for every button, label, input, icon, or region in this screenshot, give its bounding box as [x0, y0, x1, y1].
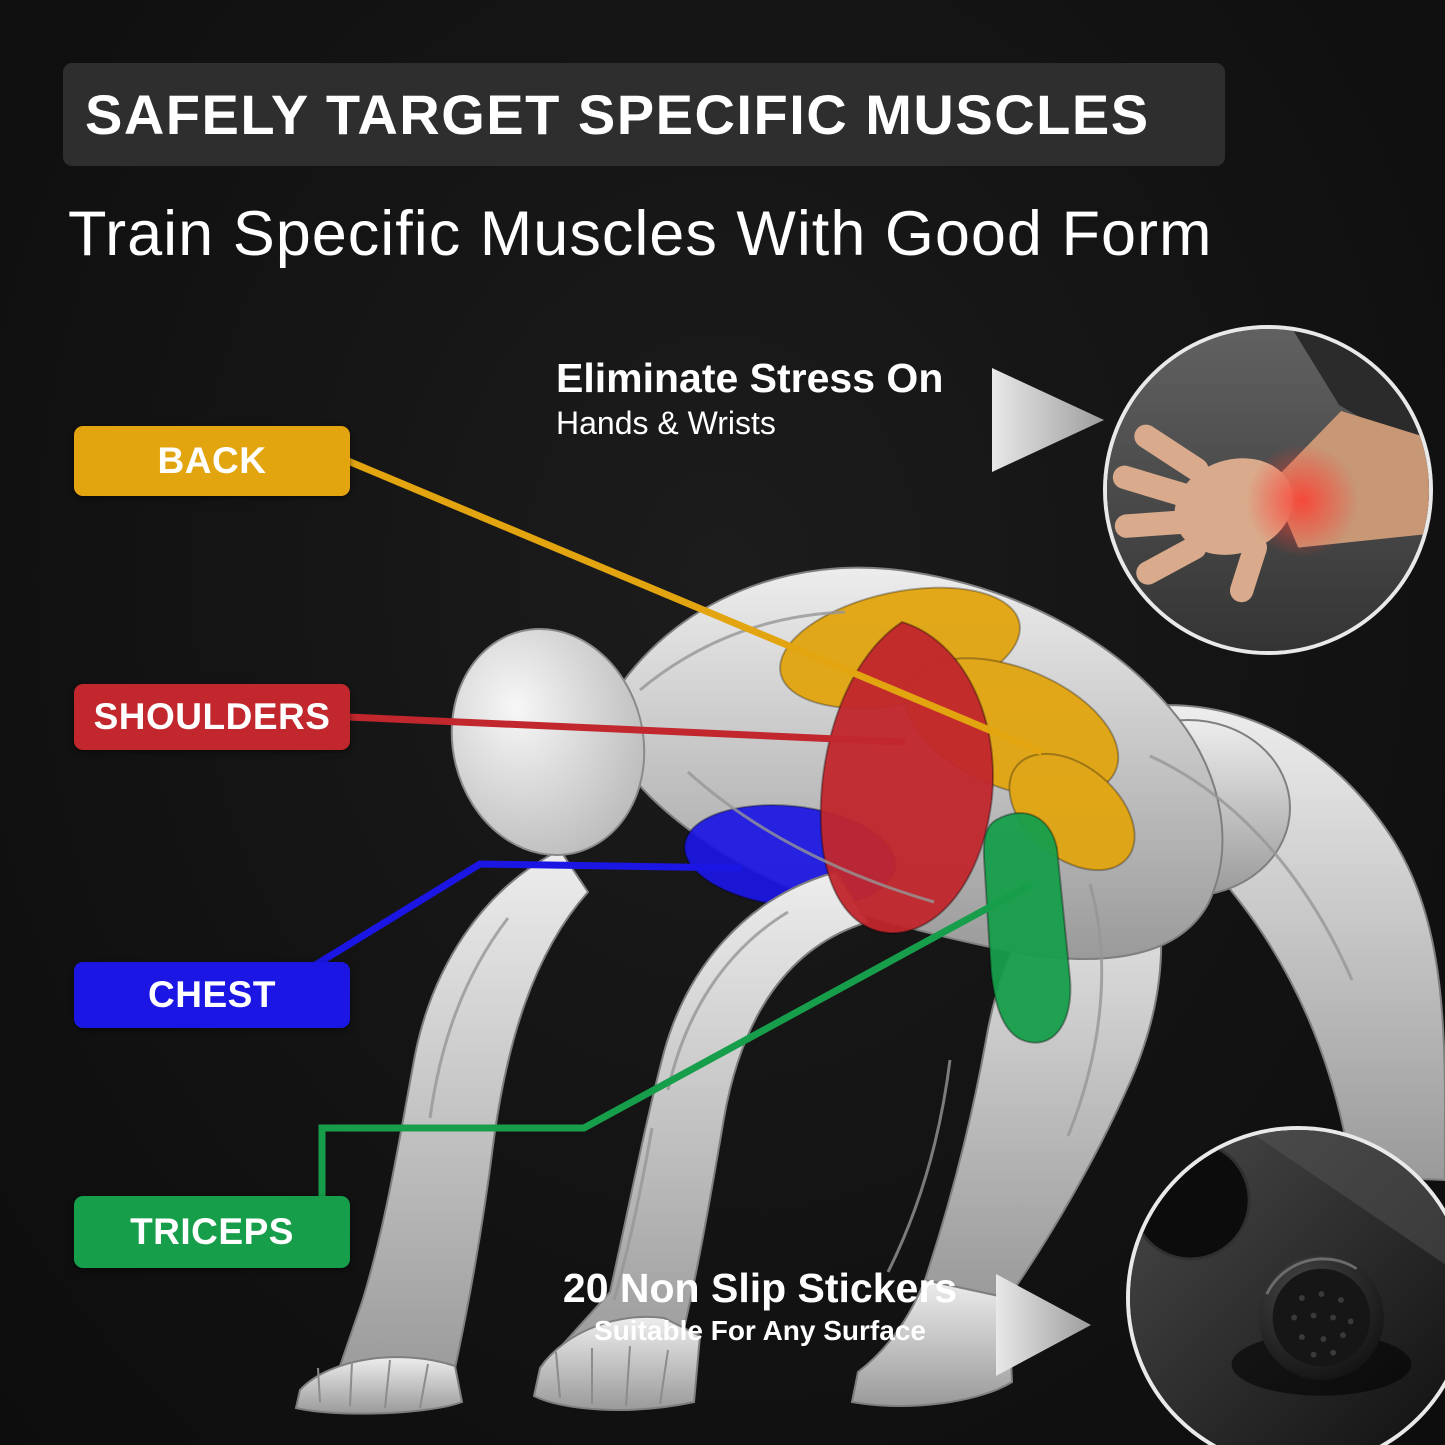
shoulders-connector-line: [347, 713, 906, 746]
stickers-callout-title: 20 Non Slip Stickers: [562, 1265, 958, 1311]
wrists-callout: Eliminate Stress On Hands & Wrists: [556, 355, 944, 442]
figure-rear-fingers: [317, 1359, 429, 1409]
arrow-right-icon: [992, 368, 1104, 472]
non-slip-stickers-photo: [1126, 1126, 1445, 1445]
figure-near-hand: [532, 1315, 702, 1411]
muscle-label-back: BACK: [74, 426, 350, 496]
muscle-label-chest: CHEST: [74, 962, 350, 1028]
fingers-shape: [1112, 424, 1268, 603]
muscle-label-triceps: TRICEPS: [74, 1196, 350, 1268]
figure-head: [450, 628, 646, 856]
triceps-connector-line: [318, 880, 1034, 1205]
stickers-callout-subtitle: Suitable For Any Surface: [594, 1315, 926, 1347]
arrow-right-icon: [996, 1274, 1091, 1376]
figure-striations: [428, 610, 1354, 1301]
wrists-callout-title: Eliminate Stress On: [556, 355, 944, 401]
header-bar: SAFELY TARGET SPECIFIC MUSCLES: [63, 63, 1225, 166]
figure-rear-hand: [294, 1356, 464, 1415]
stickers-callout: 20 Non Slip Stickers Suitable For Any Su…: [540, 1265, 980, 1347]
pain-glow: [1245, 444, 1359, 558]
muscle-label-shoulders-text: SHOULDERS: [93, 696, 331, 737]
sticker-rim-highlight: [1265, 1257, 1358, 1295]
muscle-label-shoulders: SHOULDERS: [74, 684, 350, 750]
wrist-pain-photo: [1103, 325, 1433, 655]
page-subtitle: Train Specific Muscles With Good Form: [68, 199, 1213, 269]
wrists-callout-subtitle: Hands & Wrists: [556, 405, 776, 442]
triceps-muscle-highlight: [982, 811, 1072, 1044]
figure-front-foot: [850, 1278, 1014, 1407]
figure-near-fingers: [555, 1345, 669, 1407]
shoulder-muscle-highlight: [819, 620, 994, 935]
sticker-main-texture: [1272, 1268, 1371, 1367]
chest-connector-line: [302, 860, 743, 975]
page-title: SAFELY TARGET SPECIFIC MUSCLES: [85, 83, 1150, 146]
sticker-texture-dots: [1291, 1291, 1354, 1358]
back-connector-line: [346, 457, 1044, 756]
muscle-label-chest-text: CHEST: [148, 974, 276, 1015]
muscle-label-back-text: BACK: [157, 440, 267, 481]
muscle-label-triceps-text: TRICEPS: [130, 1211, 294, 1252]
